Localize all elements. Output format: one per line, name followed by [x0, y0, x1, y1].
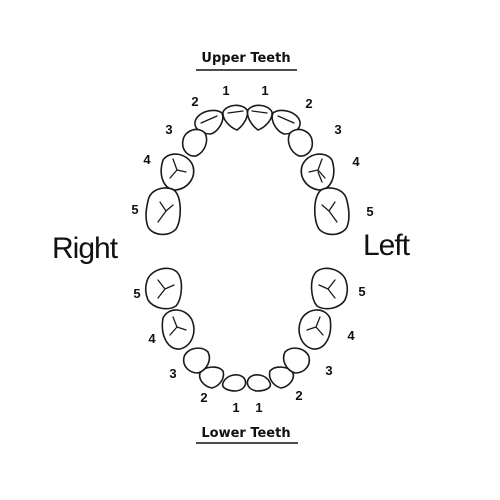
upper-right-number-1: 1 [222, 83, 229, 98]
upper-left-canine[interactable] [287, 128, 314, 157]
upper-left-number-2: 2 [305, 96, 312, 111]
lower-left-second-premolar[interactable] [310, 267, 349, 310]
lower-right-second-premolar[interactable] [144, 267, 183, 310]
upper-left-second-premolar[interactable] [313, 187, 350, 236]
upper-right-canine[interactable] [181, 128, 208, 157]
upper-left-number-1: 1 [261, 83, 268, 98]
upper-left-number-5: 5 [366, 204, 373, 219]
lower-right-lateral-incisor[interactable] [198, 366, 225, 389]
lower-left-number-3: 3 [325, 363, 332, 378]
lower-left-first-premolar[interactable] [298, 309, 332, 350]
upper-right-number-4: 4 [143, 152, 151, 167]
upper-right-central-incisor[interactable] [222, 104, 249, 131]
upper-right-number-5: 5 [131, 202, 138, 217]
lower-left-lateral-incisor[interactable] [268, 366, 295, 389]
lower-right-number-3: 3 [169, 366, 176, 381]
upper-right-second-premolar[interactable] [145, 187, 182, 236]
lower-right-canine[interactable] [182, 347, 211, 374]
upper-teeth-title: Upper Teeth [201, 51, 290, 66]
lower-teeth-title: Lower Teeth [201, 426, 290, 441]
lower-left-canine[interactable] [282, 347, 311, 374]
lower-right-central-incisor[interactable] [221, 374, 247, 392]
upper-right-number-2: 2 [191, 94, 198, 109]
lower-left-central-incisor[interactable] [246, 374, 272, 392]
left-side-label: Left [363, 229, 411, 262]
upper-right-number-3: 3 [165, 122, 172, 137]
lower-right-number-2: 2 [200, 390, 207, 405]
upper-left-number-4: 4 [352, 154, 360, 169]
lower-left-number-2: 2 [295, 388, 302, 403]
right-side-label: Right [52, 232, 119, 265]
lower-right-first-premolar[interactable] [161, 309, 195, 350]
upper-left-first-premolar[interactable] [300, 153, 335, 191]
lower-left-number-1: 1 [255, 400, 262, 415]
upper-right-first-premolar[interactable] [160, 153, 195, 191]
lower-left-number-4: 4 [347, 328, 355, 343]
upper-left-central-incisor[interactable] [246, 104, 273, 131]
lower-right-number-1: 1 [232, 400, 239, 415]
lower-right-number-5: 5 [133, 286, 140, 301]
lower-left-number-5: 5 [358, 284, 365, 299]
upper-left-number-3: 3 [334, 122, 341, 137]
lower-right-number-4: 4 [148, 331, 156, 346]
